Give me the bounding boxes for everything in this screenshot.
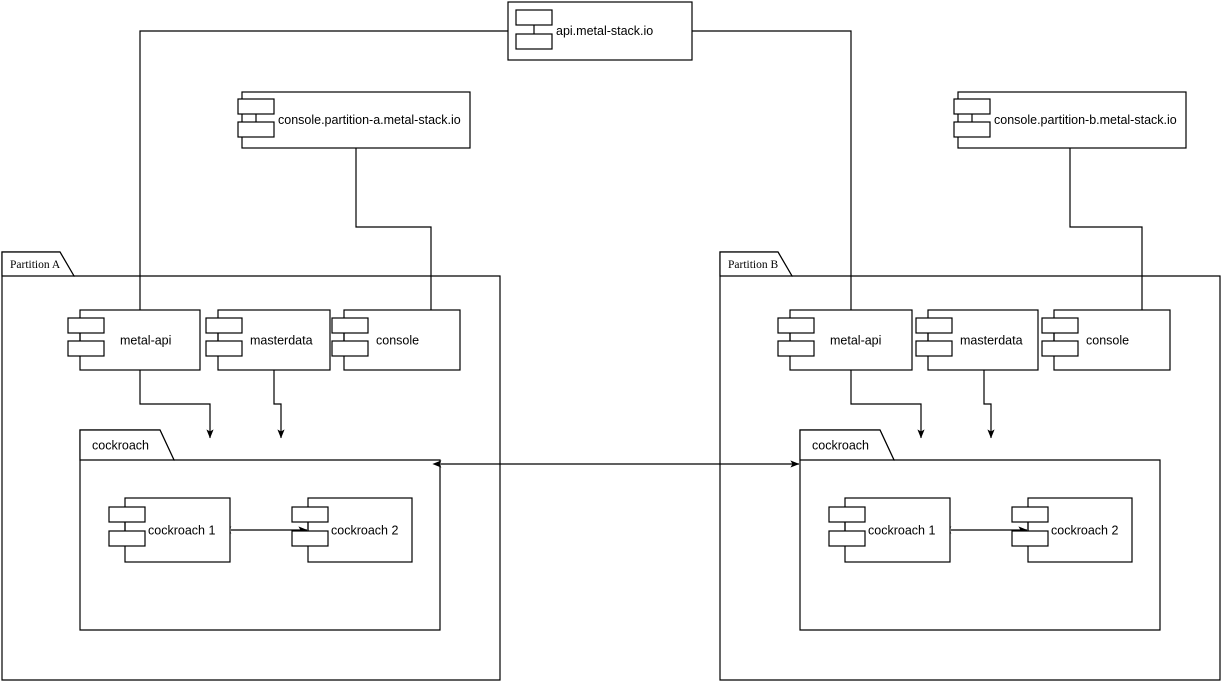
component-cockroach-b-1[interactable]: cockroach 1 [828, 497, 951, 563]
connection-layer [136, 30, 1146, 534]
partition-b[interactable]: Partition B [719, 251, 1221, 681]
console-partition-b-body [957, 91, 1187, 149]
component-cockroach-a-1[interactable]: cockroach 1 [108, 497, 231, 563]
console-partition-a-label: console.partition-a.metal-stack.io [278, 113, 461, 127]
component-icon [1041, 317, 1079, 357]
console-partition-b-label: console.partition-b.metal-stack.io [994, 113, 1177, 127]
cockroach-b-tab [799, 429, 895, 461]
component-cockroach-a-2[interactable]: cockroach 2 [291, 497, 413, 563]
component-api-endpoint[interactable]: api.metal-stack.io [507, 1, 693, 61]
component-icon [1011, 506, 1049, 547]
component-console-b[interactable]: console [1041, 309, 1171, 371]
console-b-label: console [1086, 333, 1129, 347]
cockroach-a-2-label: cockroach 2 [331, 523, 398, 537]
console-partition-a-body [241, 91, 471, 149]
component-icon [953, 98, 991, 138]
component-metal-api-a[interactable]: metal-api [67, 309, 201, 371]
metal-api-a-label: metal-api [120, 333, 171, 347]
component-icon [828, 506, 866, 547]
cockroach-a-label: cockroach [92, 438, 149, 452]
edge-api-to-metal-api-b [692, 30, 855, 323]
cockroach-b-2-label: cockroach 2 [1051, 523, 1118, 537]
component-console-a[interactable]: console [331, 309, 461, 371]
edge-console-a-host-to-console-a [355, 148, 435, 323]
component-icon [205, 317, 243, 357]
cockroach-a-tab [79, 429, 175, 461]
cockroach-a-1-label: cockroach 1 [148, 523, 215, 537]
console-a-label: console [376, 333, 419, 347]
partition-b-tab [719, 251, 794, 277]
cockroach-b-1-label: cockroach 1 [868, 523, 935, 537]
package-cockroach-a[interactable]: cockroach [79, 429, 441, 631]
component-icon [108, 506, 146, 547]
component-icon [331, 317, 369, 357]
cockroach-b-label: cockroach [812, 438, 869, 452]
component-masterdata-b[interactable]: masterdata [915, 309, 1039, 371]
edge-masterdata-b-to-cockroach-b [983, 370, 995, 439]
component-icon [777, 317, 815, 357]
edge-masterdata-a-to-cockroach-a [273, 370, 285, 439]
partition-a[interactable]: Partition A [1, 251, 501, 681]
component-icon [67, 317, 105, 357]
metal-api-b-label: metal-api [830, 333, 881, 347]
api-endpoint-label: api.metal-stack.io [556, 24, 653, 38]
package-cockroach-b[interactable]: cockroach [799, 429, 1161, 631]
partition-a-tab [1, 251, 76, 277]
partition-b-label: Partition B [728, 259, 778, 271]
component-console-partition-a-host[interactable]: console.partition-a.metal-stack.io [237, 91, 471, 149]
component-icon [515, 9, 553, 50]
edge-console-b-host-to-console-b [1069, 148, 1146, 323]
component-console-partition-b-host[interactable]: console.partition-b.metal-stack.io [953, 91, 1187, 149]
masterdata-a-label: masterdata [250, 333, 313, 347]
partition-a-label: Partition A [10, 259, 61, 271]
component-icon [291, 506, 329, 547]
component-cockroach-b-2[interactable]: cockroach 2 [1011, 497, 1133, 563]
edge-api-to-metal-api-a [136, 30, 508, 323]
component-masterdata-a[interactable]: masterdata [205, 309, 331, 371]
component-metal-api-b[interactable]: metal-api [777, 309, 913, 371]
masterdata-b-label: masterdata [960, 333, 1023, 347]
edge-metal-api-a-to-cockroach-a [139, 370, 214, 439]
edge-metal-api-b-to-cockroach-b [850, 370, 925, 439]
component-icon [915, 317, 953, 357]
component-icon [237, 98, 275, 138]
